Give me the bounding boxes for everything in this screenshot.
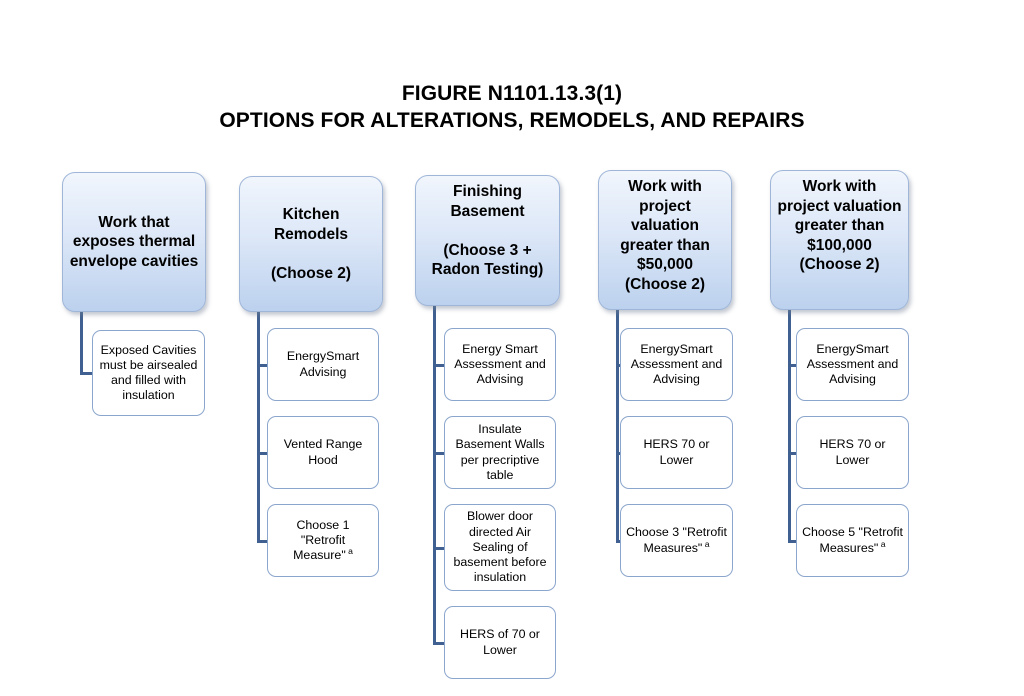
category-header-project-valuation-over-100000[interactable]: Work with project valuation greater than…: [770, 170, 909, 310]
requirement-box-insulate-basement-walls[interactable]: Insulate Basement Walls per precriptive …: [444, 416, 556, 489]
connector-trunk: [257, 308, 260, 541]
connector-trunk: [80, 308, 83, 373]
figure-title: FIGURE N1101.13.3(1) OPTIONS FOR ALTERAT…: [0, 80, 1024, 134]
connector-stub: [433, 546, 444, 550]
connector-stub: [433, 363, 444, 367]
category-header-label: Kitchen Remodels(Choose 2): [270, 206, 352, 282]
footnote-marker: a: [702, 538, 710, 549]
requirement-box-hers-70-or-lower[interactable]: HERS 70 or Lower: [796, 416, 909, 489]
requirement-label: EnergySmart Assessment and Advising: [806, 341, 899, 387]
category-header-label: Work with project valuation greater than…: [620, 178, 710, 293]
requirement-box-blower-door-air-sealing[interactable]: Blower door directed Air Sealing of base…: [444, 504, 556, 591]
requirement-label: Choose 3 "Retrofit Measures" a: [626, 525, 727, 555]
requirement-label: Choose 5 "Retrofit Measures" a: [802, 525, 903, 555]
connector-stub: [433, 641, 444, 645]
requirement-box-energysmart-advising[interactable]: EnergySmart Advising: [267, 328, 379, 401]
connector-trunk: [433, 302, 436, 643]
connector-stub: [257, 363, 267, 367]
category-header-work-exposes-thermal-envelope-cavities[interactable]: Work that exposes thermal envelope cavit…: [62, 172, 206, 312]
requirement-label: EnergySmart Assessment and Advising: [630, 341, 723, 387]
requirement-label: HERS 70 or Lower: [643, 437, 710, 467]
requirement-label: Vented Range Hood: [283, 437, 363, 467]
requirement-box-choose-1-retrofit-measure[interactable]: Choose 1 "Retrofit Measure" a: [267, 504, 379, 577]
connector-trunk: [788, 306, 791, 541]
requirement-label: Blower door directed Air Sealing of base…: [453, 509, 547, 585]
connector-stub: [257, 539, 267, 543]
requirement-label: EnergySmart Advising: [286, 349, 360, 379]
connector-stub: [616, 451, 620, 455]
connector-stub: [616, 363, 620, 367]
connector-stub: [616, 539, 620, 543]
category-header-label: Finishing Basement(Choose 3 + Radon Test…: [431, 183, 544, 278]
footnote-marker: a: [345, 545, 353, 556]
connector-stub: [80, 372, 92, 375]
connector-stub: [788, 363, 796, 367]
requirement-box-vented-range-hood[interactable]: Vented Range Hood: [267, 416, 379, 489]
connector-stub: [257, 451, 267, 455]
category-header-project-valuation-over-50000[interactable]: Work with project valuation greater than…: [598, 170, 732, 310]
requirement-label: Insulate Basement Walls per precriptive …: [455, 422, 545, 482]
connector-trunk: [616, 306, 619, 541]
requirement-label: HERS of 70 or Lower: [460, 627, 540, 657]
requirement-label: HERS 70 or Lower: [819, 437, 886, 467]
category-header-label: Work that exposes thermal envelope cavit…: [69, 213, 199, 270]
connector-stub: [433, 451, 444, 455]
category-header-label: Work with project valuation greater than…: [777, 178, 902, 273]
requirement-box-choose-3-retrofit-measures[interactable]: Choose 3 "Retrofit Measures" a: [620, 504, 733, 577]
requirement-box-energysmart-assessment-advising[interactable]: EnergySmart Assessment and Advising: [796, 328, 909, 401]
requirement-box-hers-70-or-lower[interactable]: HERS 70 or Lower: [620, 416, 733, 489]
requirement-box-exposed-cavities-airsealed[interactable]: Exposed Cavities must be airsealed and f…: [92, 330, 205, 416]
requirement-box-energy-smart-assessment-advising[interactable]: Energy Smart Assessment and Advising: [444, 328, 556, 401]
category-header-finishing-basement[interactable]: Finishing Basement(Choose 3 + Radon Test…: [415, 175, 560, 306]
figure-title-line-1: FIGURE N1101.13.3(1): [401, 82, 623, 105]
requirement-box-choose-5-retrofit-measures[interactable]: Choose 5 "Retrofit Measures" a: [796, 504, 909, 577]
footnote-marker: a: [878, 538, 886, 549]
requirement-box-energysmart-assessment-advising[interactable]: EnergySmart Assessment and Advising: [620, 328, 733, 401]
category-header-kitchen-remodels[interactable]: Kitchen Remodels(Choose 2): [239, 176, 383, 312]
requirement-label: Energy Smart Assessment and Advising: [454, 341, 546, 387]
connector-stub: [788, 451, 796, 455]
connector-stub: [788, 539, 796, 543]
requirement-label: Exposed Cavities must be airsealed and f…: [99, 342, 198, 403]
requirement-label: Choose 1 "Retrofit Measure" a: [293, 517, 353, 563]
figure-title-line-2: OPTIONS FOR ALTERATIONS, REMODELS, AND R…: [219, 109, 805, 132]
requirement-box-hers-of-70-or-lower[interactable]: HERS of 70 or Lower: [444, 606, 556, 679]
